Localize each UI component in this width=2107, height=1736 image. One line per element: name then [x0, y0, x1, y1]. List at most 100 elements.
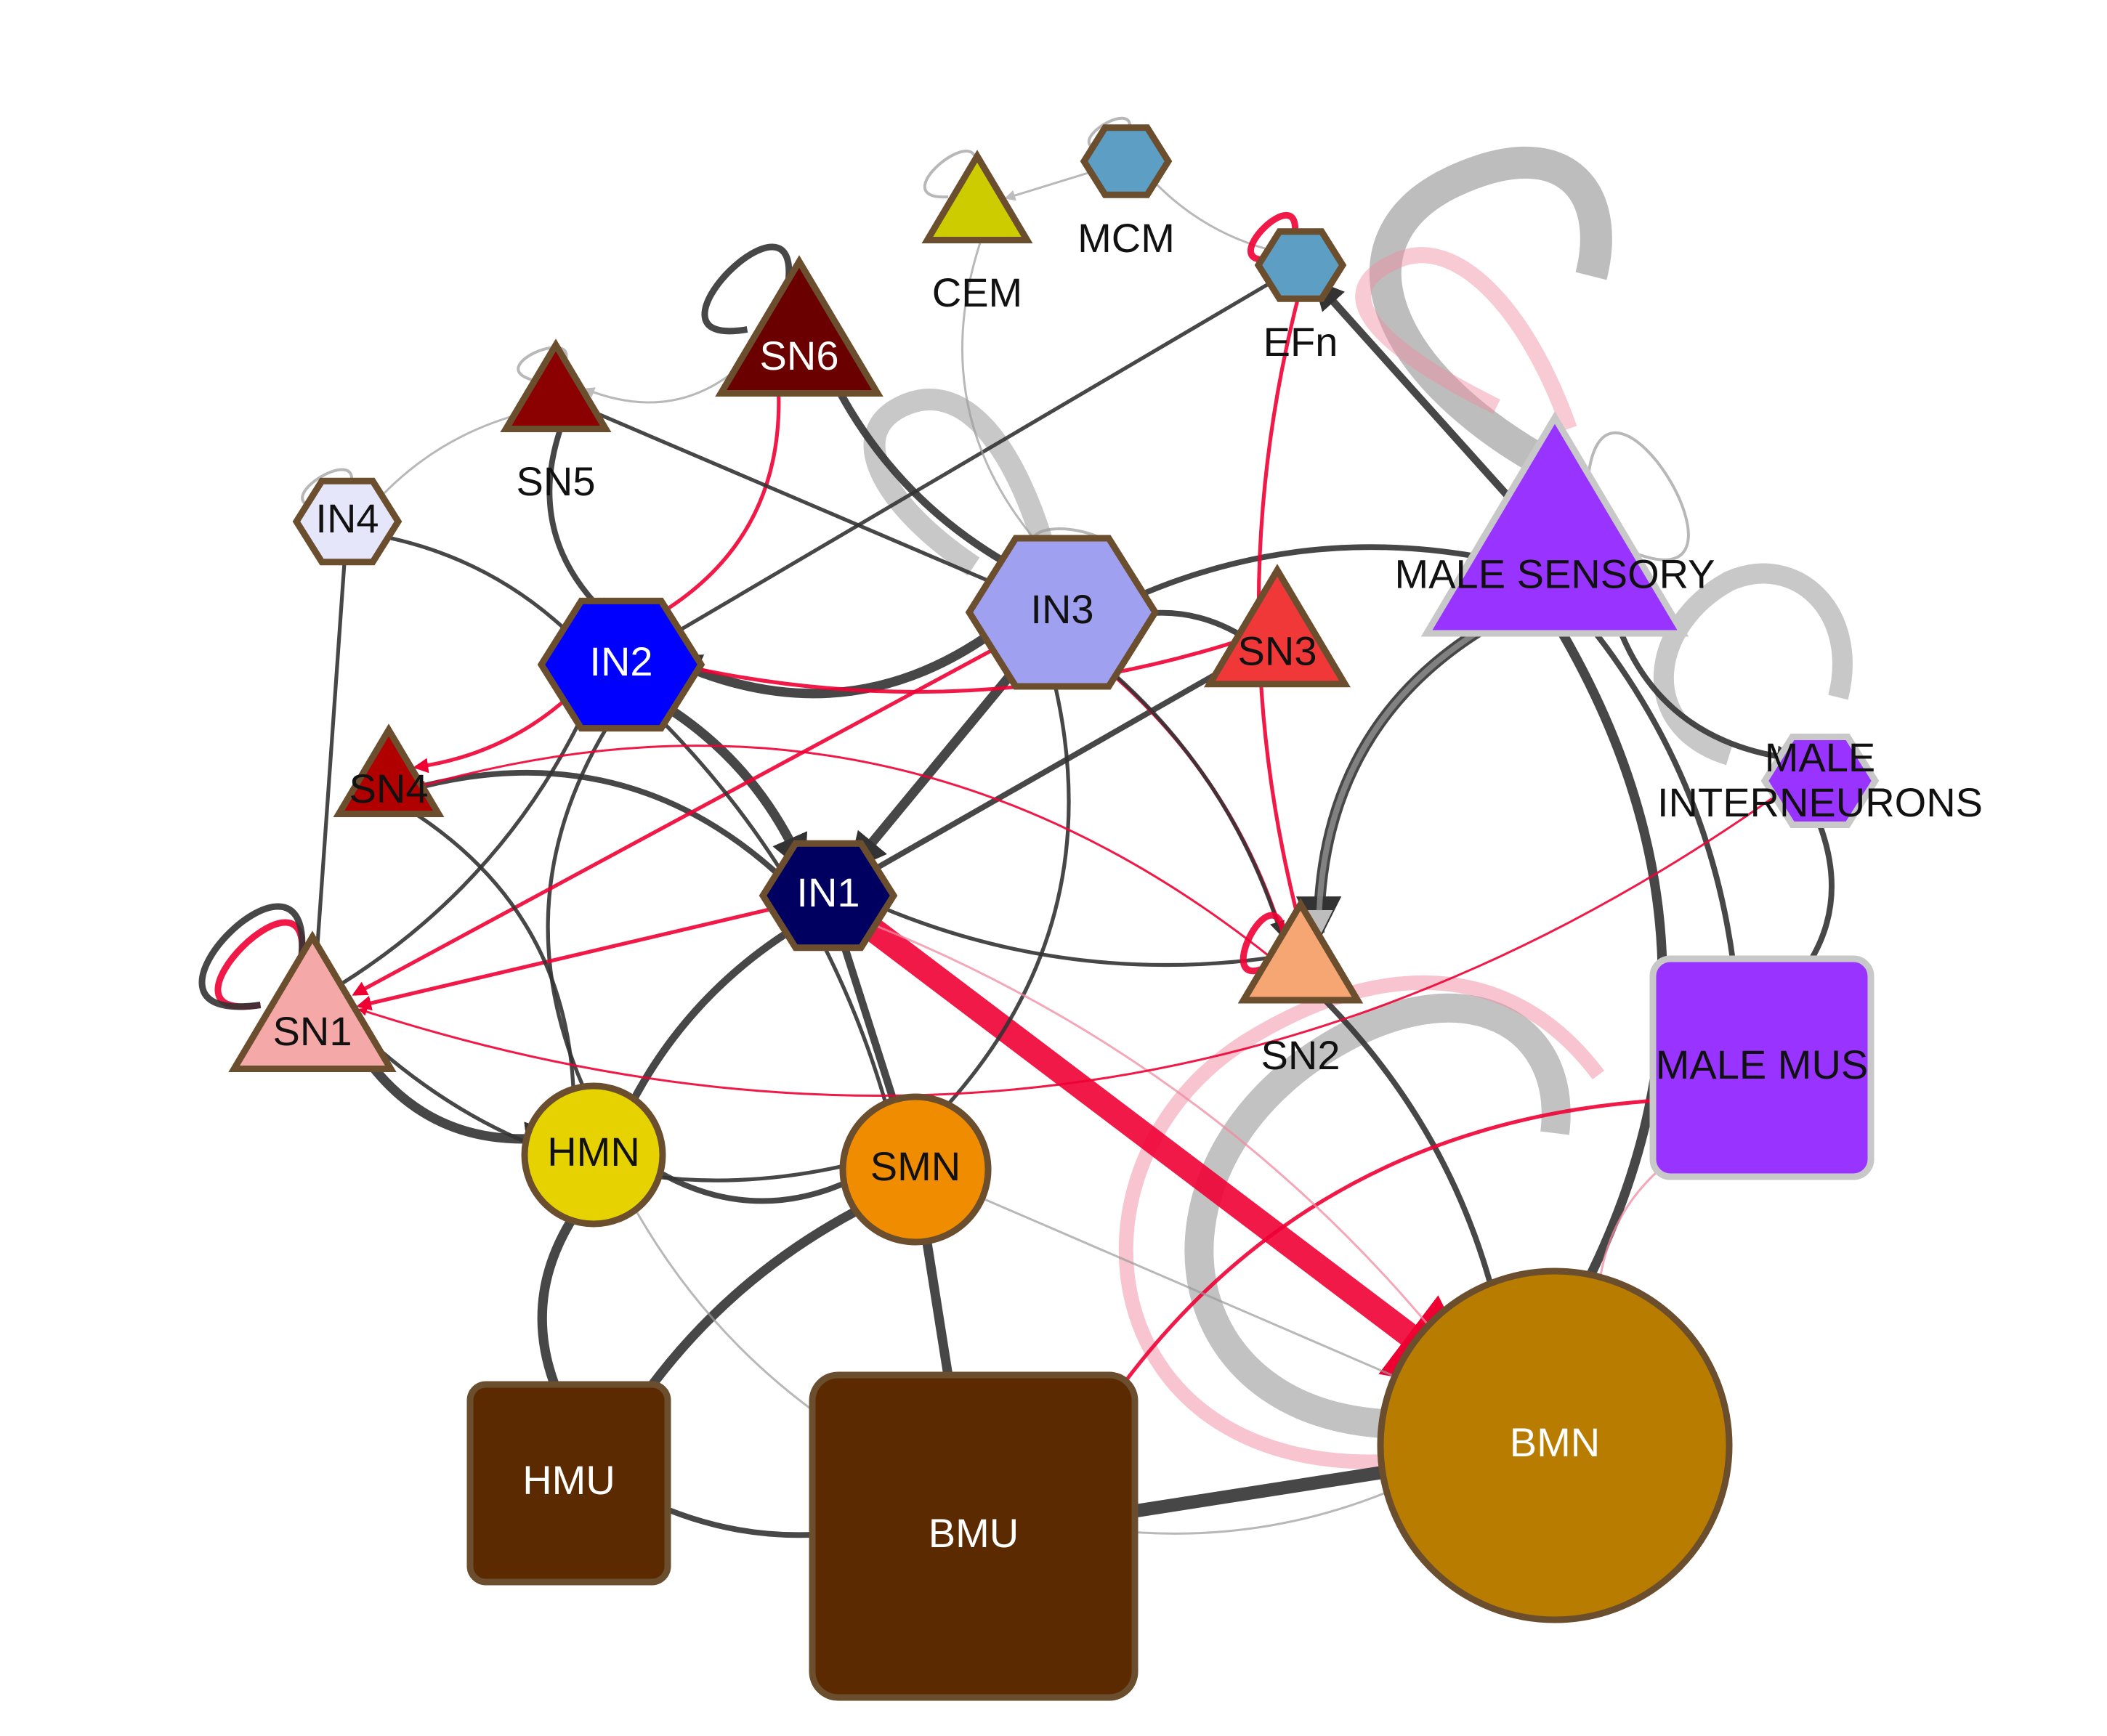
- edge-male_interneurons-to-sn1: [357, 784, 1791, 1097]
- node-sn5: SN5: [500, 338, 612, 504]
- edge-sn3-to-in2: [666, 638, 1240, 694]
- node-shape-square: [1649, 955, 1875, 1180]
- node-shape-circle: [1377, 1267, 1733, 1623]
- node-label: INTERNEURONS: [1657, 779, 1983, 825]
- edge-smn-to-bmn: [951, 1184, 1461, 1406]
- edge-sn5-to-in2: [546, 422, 613, 622]
- node-sn1: SN1: [228, 930, 397, 1072]
- node-label: SN5: [517, 458, 596, 504]
- self-loop-efn: [1247, 211, 1299, 264]
- node-label: HMU: [522, 1457, 615, 1503]
- edge-in3-to-in1: [848, 649, 1034, 872]
- node-label: SN2: [1261, 1032, 1340, 1078]
- edge-in3-to-sn2: [1089, 653, 1285, 937]
- node-shape-hexagon: [965, 535, 1160, 690]
- edge-sn2-to-in3: [1091, 656, 1285, 937]
- background-band-layer: [863, 146, 1853, 1469]
- node-label: BMU: [929, 1510, 1019, 1556]
- node-bmn: BMN: [1377, 1267, 1733, 1623]
- self-loop-sn2: [1239, 912, 1288, 974]
- node-sn2: SN2: [1237, 898, 1364, 1078]
- edge-in2-to-sn4: [413, 683, 583, 774]
- node-shape-triangle: [333, 723, 445, 817]
- node-efn: EFn: [1254, 228, 1347, 365]
- node-shape-triangle: [500, 338, 612, 432]
- edge-sn2-to-sn4: [416, 745, 1270, 957]
- edge-in2-to-hmn: [546, 707, 620, 1116]
- node-shape-square: [809, 1371, 1139, 1701]
- edge-in1-to-sn1: [356, 901, 794, 1011]
- edge-in3-to-sn1: [352, 635, 1019, 996]
- edge-in1-to-bmn: [849, 907, 1487, 1395]
- edge-sn5-to-in3: [581, 405, 1014, 593]
- node-hmn: HMN: [521, 1082, 666, 1228]
- node-label: EFn: [1263, 319, 1338, 365]
- node-shape-triangle: [228, 930, 397, 1072]
- node-label: SN6: [760, 333, 839, 378]
- grey-band-male-sensory: [1369, 146, 1612, 487]
- node-label: IN3: [1030, 586, 1093, 632]
- self-loop-sn6: [701, 243, 793, 335]
- edge-sn4-to-hmn: [401, 803, 582, 1122]
- node-label: MALE: [1765, 734, 1876, 780]
- self-loop-sn1: [198, 903, 306, 1010]
- edge-efn-to-in2: [660, 275, 1282, 642]
- edge-male_sensory-to-sn2: [1295, 604, 1520, 942]
- node-label: IN4: [315, 495, 379, 541]
- node-male-mus: MALE MUS: [1649, 955, 1875, 1180]
- grey-band-bmn: [1184, 993, 1571, 1439]
- node-label: MCM: [1077, 215, 1175, 261]
- node-bmu: BMU: [809, 1371, 1139, 1701]
- node-shape-triangle: [921, 150, 1033, 243]
- node-in4: IN4: [292, 477, 403, 566]
- node-smn: SMN: [839, 1093, 992, 1246]
- node-in3: IN3: [965, 535, 1160, 690]
- node-shape-triangle: [1237, 898, 1364, 1004]
- node-male-sensory: MALE SENSORY: [1395, 411, 1715, 637]
- node-shape-hexagon: [1760, 733, 1880, 829]
- node-hmu: HMU: [466, 1381, 671, 1586]
- grey-band-in3: [863, 389, 1064, 584]
- edge-in3-to-smn: [924, 661, 1071, 1129]
- node-in1: IN1: [759, 840, 898, 952]
- edge-in2-to-in1: [648, 693, 808, 874]
- edge-in4-to-sn1: [309, 549, 347, 973]
- node-label: IN2: [589, 638, 652, 684]
- node-shape-circle: [521, 1082, 666, 1228]
- edge-bmn-to-in1: [857, 917, 1479, 1389]
- edge-in4-to-sn5: [370, 408, 532, 508]
- node-sn4: SN4: [333, 723, 445, 817]
- node-shape-triangle: [715, 255, 883, 397]
- node-label: SN1: [273, 1008, 352, 1054]
- node-label: SN4: [349, 766, 429, 811]
- node-label: SMN: [870, 1143, 961, 1189]
- edge-male_sensory-to-male_mus: [1579, 613, 1748, 1012]
- node-label: CEM: [932, 269, 1022, 315]
- node-label: HMN: [547, 1129, 640, 1175]
- node-label: BMN: [1510, 1419, 1600, 1465]
- node-shape-hexagon: [1254, 228, 1347, 302]
- node-label: IN1: [796, 869, 860, 915]
- node-shape-triangle: [1203, 564, 1351, 688]
- node-shape-hexagon: [537, 597, 705, 732]
- node-shape-hexagon: [1080, 124, 1173, 198]
- node-label: SN3: [1238, 628, 1317, 674]
- edge-sn3-to-in1: [858, 655, 1246, 879]
- pink-band-bmn: [1118, 975, 1604, 1469]
- node-in2: IN2: [537, 597, 705, 732]
- edge-sn6-to-in2: [642, 379, 781, 625]
- self-loop-sn5: [517, 346, 568, 382]
- node-mcm: MCM: [1077, 124, 1175, 261]
- edge-in3-to-in2: [662, 615, 1015, 699]
- node-shape-circle: [839, 1093, 992, 1246]
- edge-in1-to-hmn: [618, 919, 806, 1130]
- edge-sn2-to-in1: [864, 899, 1269, 968]
- node-sn6: SN6: [715, 255, 883, 397]
- node-shape-hexagon: [759, 840, 898, 952]
- edge-sn6-to-in3: [826, 371, 1029, 576]
- node-label: MALE MUS: [1656, 1042, 1869, 1087]
